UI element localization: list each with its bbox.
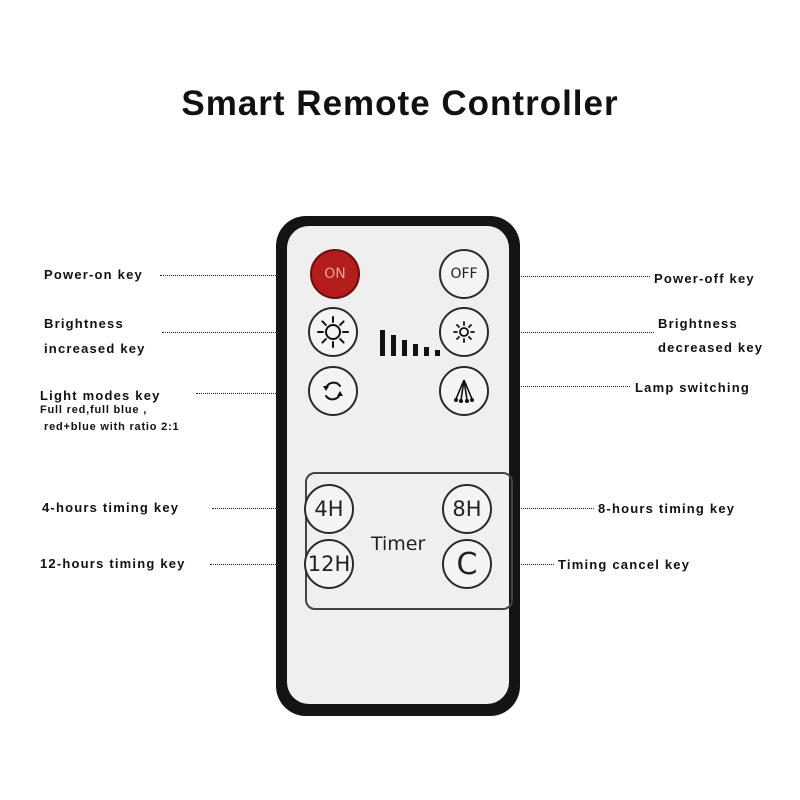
label-light-modes-sub1: Full red,full blue , [40, 404, 148, 416]
leader-power-on [160, 275, 308, 276]
timer-8h-button[interactable]: 8H [442, 484, 492, 534]
timer-12h-label: 12H [307, 552, 351, 576]
timer-4h-button[interactable]: 4H [304, 484, 354, 534]
leader-lamp-switching [492, 386, 630, 387]
off-button-label: OFF [450, 266, 478, 282]
leader-brightness-up [162, 332, 308, 333]
page-title: Smart Remote Controller [181, 84, 619, 123]
remote-face: ON OFF [287, 226, 513, 704]
label-brightness-up-1: Brightness [44, 316, 124, 331]
leader-8h [494, 508, 594, 509]
sun-large-icon [317, 316, 349, 348]
label-brightness-down-1: Brightness [658, 316, 738, 331]
label-power-off: Power-off key [654, 271, 755, 286]
label-light-modes: Light modes key [40, 388, 161, 403]
cycle-arrows-icon [323, 381, 343, 401]
brightness-down-button[interactable] [439, 307, 489, 357]
leader-power-off [492, 276, 650, 277]
label-cancel: Timing cancel key [558, 557, 691, 572]
label-power-on: Power-on key [44, 267, 143, 282]
leader-4h [212, 508, 302, 509]
timer-cancel-label: C [456, 546, 478, 582]
label-4h: 4-hours timing key [42, 500, 180, 515]
remote-body: ON OFF [276, 216, 520, 716]
leader-light-modes [196, 393, 306, 394]
light-rays-icon [454, 379, 474, 403]
label-12h: 12-hours timing key [40, 556, 186, 571]
leader-brightness-down [492, 332, 654, 333]
timer-panel [305, 472, 513, 610]
label-brightness-up-2: increased key [44, 341, 146, 356]
label-brightness-down-2: decreased key [658, 340, 764, 355]
timer-8h-label: 8H [452, 497, 482, 521]
timer-label: Timer [371, 533, 426, 555]
on-button[interactable]: ON [310, 249, 360, 299]
brightness-up-button[interactable] [308, 307, 358, 357]
leader-12h [210, 564, 302, 565]
brightness-level-bars-icon [380, 326, 440, 356]
label-lamp-switching: Lamp switching [635, 380, 751, 395]
label-8h: 8-hours timing key [598, 501, 736, 516]
timer-12h-button[interactable]: 12H [304, 539, 354, 589]
light-modes-button[interactable] [308, 366, 358, 416]
timer-cancel-button[interactable]: C [442, 539, 492, 589]
on-button-label: ON [324, 266, 346, 282]
off-button[interactable]: OFF [439, 249, 489, 299]
leader-cancel [494, 564, 554, 565]
sun-small-icon [453, 321, 475, 343]
timer-4h-label: 4H [314, 497, 344, 521]
lamp-switching-button[interactable] [439, 366, 489, 416]
label-light-modes-sub2: red+blue with ratio 2:1 [44, 421, 180, 433]
